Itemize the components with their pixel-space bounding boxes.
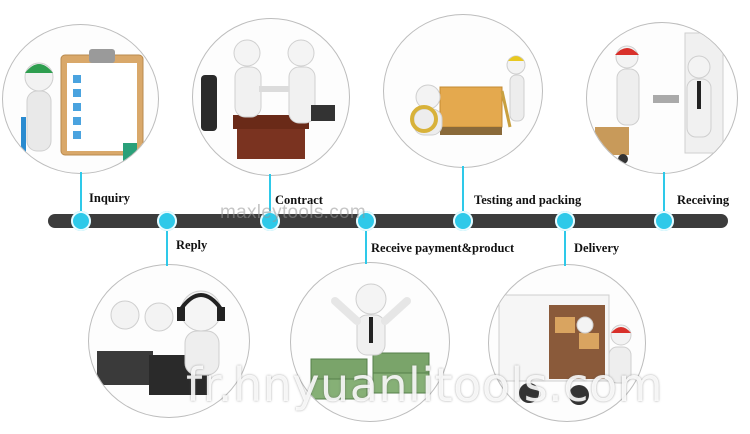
node-delivery [555, 211, 575, 231]
inquiry-clipboard-illustration [2, 24, 159, 174]
label-receive-payment: Receive payment&product [371, 241, 515, 255]
contract-handshake-illustration [192, 18, 350, 176]
contract-connector [269, 174, 271, 216]
inquiry-connector [80, 172, 82, 216]
node-receiving [654, 211, 674, 231]
delivery-connector [564, 228, 566, 266]
testing-packing-illustration [383, 14, 543, 168]
timeline-bar [48, 214, 728, 228]
watermark-top: maxleytools.com [220, 202, 366, 223]
reply-connector [166, 228, 168, 266]
node-receive-payment [356, 211, 376, 231]
payment-connector [365, 228, 367, 264]
node-inquiry [71, 211, 91, 231]
payment-money-illustration [290, 262, 450, 422]
label-reply: Reply [176, 238, 208, 252]
node-contract [260, 211, 280, 231]
label-receiving: Receiving [677, 193, 730, 207]
node-testing-packing [453, 211, 473, 231]
node-reply [157, 211, 177, 231]
testing-connector [462, 166, 464, 216]
delivery-truck-illustration [488, 264, 646, 422]
reply-headset-agents-illustration [88, 264, 250, 418]
label-inquiry: Inquiry [89, 191, 130, 205]
receiving-signing-illustration [586, 22, 738, 174]
label-contract: Contract [275, 193, 323, 207]
label-testing-packing: Testing and packing [474, 193, 582, 207]
label-delivery: Delivery [574, 241, 620, 255]
watermark-bottom: fr.hnyuanlitools.com [186, 358, 664, 412]
receiving-connector [663, 172, 665, 216]
